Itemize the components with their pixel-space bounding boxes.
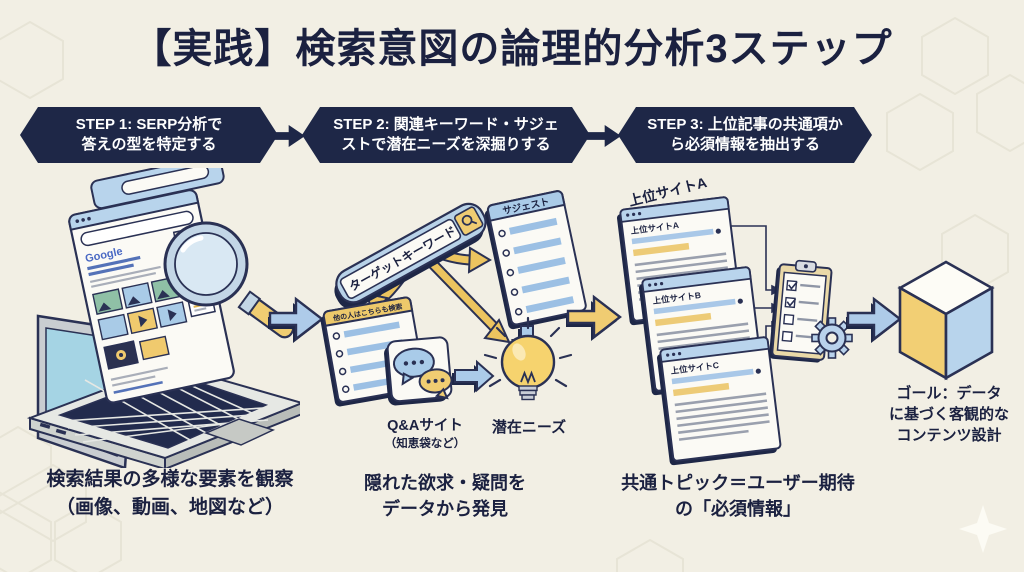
latent-needs-label: 潜在ニーズ <box>492 418 566 436</box>
step2-banner: STEP 2: 関連キーワード・サジェ ストで潜在ニーズを深掘りする <box>302 107 590 163</box>
step3-banner: STEP 3: 上位記事の共通項か ら必須情報を抽出する <box>618 107 872 163</box>
sparkle-icon <box>959 505 1007 553</box>
qa-site-sublabel: （知恵袋など） <box>385 436 466 450</box>
step1-label-line2: 答えの型を特定する <box>81 136 217 153</box>
step3-label-line2: ら必須情報を抽出する <box>669 136 820 153</box>
goal-caption-line1: ゴール：データ <box>896 385 1002 402</box>
lightbulb-icon <box>483 316 573 401</box>
step3-caption-line1: 共通トピック＝ユーザー期待 <box>621 473 855 493</box>
step2-caption-line1: 隠れた欲求・疑問を <box>364 473 526 493</box>
step2-caption-line2: データから発見 <box>382 499 508 520</box>
qa-bubbles-icon <box>384 336 453 406</box>
laptop-keyboard <box>57 367 269 449</box>
step2-caption: 隠れた欲求・疑問を データから発見 <box>320 470 570 522</box>
suggest-panel: サジェスト <box>484 190 587 330</box>
goal-caption-line2: に基づく客観的な <box>888 406 1009 423</box>
step2-to-step3-arrow-icon <box>587 124 621 148</box>
column2-to-column3-arrow-icon <box>566 294 622 341</box>
step1-label-line1: STEP 1: SERP分析で <box>75 115 223 133</box>
column3-to-goal-arrow-icon <box>846 296 902 343</box>
step1-banner: STEP 1: SERP分析で 答えの型を特定する <box>20 107 278 163</box>
step2-label-line2: ストで潜在ニーズを深掘りする <box>341 136 551 153</box>
qa-site-label: Q&Aサイト <box>387 417 463 434</box>
qa-to-needs-arrow-icon <box>452 359 495 393</box>
goal-caption: ゴール：データ に基づく客観的な コンテンツ設計 <box>868 383 1024 446</box>
step2-label-line1: STEP 2: 関連キーワード・サジェ <box>333 115 559 133</box>
step1-caption-line2: （画像、動画、地図など） <box>55 496 284 518</box>
keyword-analysis-illustration: サジェスト ターゲットキーワード <box>320 190 587 450</box>
browser-window-site-c: 上位サイトC <box>656 336 782 466</box>
step3-caption-line2: の「必須情報」 <box>675 499 801 520</box>
target-keyword-search-bar: ターゲットキーワード <box>334 202 487 310</box>
serp-laptop-illustration: Google <box>26 168 300 468</box>
step1-caption-line1: 検索結果の多様な要素を観察 <box>46 469 294 490</box>
page-title: 【実践】検索意図の論理的分析3ステップ <box>131 27 893 71</box>
serp-image-thumbnails <box>92 275 188 370</box>
step1-to-step2-arrow-icon <box>271 124 305 148</box>
goal-cube-icon <box>897 260 995 381</box>
search-icon <box>461 214 478 226</box>
step3-label-line1: STEP 3: 上位記事の共通項か <box>647 115 843 133</box>
top-sites-comparison-illustration: 上位サイトA 上位サイトA <box>616 178 853 466</box>
goal-caption-line3: コンテンツ設計 <box>896 427 1002 444</box>
column1-to-column2-arrow-icon <box>268 296 324 343</box>
step1-caption: 検索結果の多様な要素を観察 （画像、動画、地図など） <box>15 466 325 521</box>
step3-caption: 共通トピック＝ユーザー期待 の「必須情報」 <box>600 470 876 522</box>
laptop-trackpad <box>203 418 276 446</box>
